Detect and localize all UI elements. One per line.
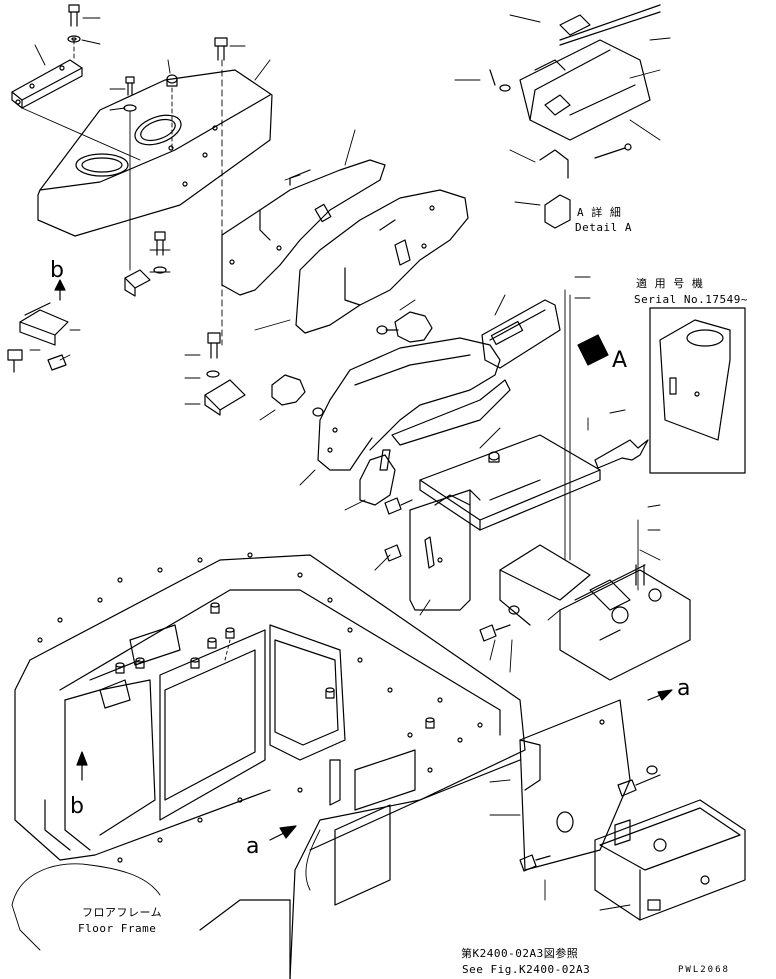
bolt-and-bracket-middle-left bbox=[124, 231, 246, 416]
floor-frame-label-en: Floor Frame bbox=[78, 922, 157, 935]
arrow-a-left bbox=[269, 825, 297, 841]
serial-label-en: Serial No.17549~ bbox=[634, 293, 748, 306]
leaders-right bbox=[454, 14, 671, 591]
left-small-bracket bbox=[7, 302, 69, 373]
pedal-mount-assembly bbox=[499, 544, 691, 681]
floor-frame bbox=[14, 552, 526, 979]
wiring-harness bbox=[11, 829, 321, 951]
detail-a-label-en: Detail A bbox=[575, 221, 632, 234]
arrow-b-lower bbox=[76, 751, 88, 781]
frame-studs bbox=[115, 602, 435, 729]
lower-right-box bbox=[594, 799, 746, 921]
curved-side-panel bbox=[295, 189, 469, 334]
leaders-upper-left bbox=[21, 17, 271, 346]
serial-arrow bbox=[594, 439, 649, 469]
see-fig-label-jp: 第K2400-02A3図参照 bbox=[461, 947, 579, 960]
arrow-b-upper bbox=[54, 279, 66, 301]
arrow-a-right bbox=[647, 689, 673, 701]
floor-frame-label-jp: フロアフレーム bbox=[82, 906, 163, 919]
upper-left-bracket bbox=[11, 59, 83, 109]
arrow-b-upper-label: b bbox=[50, 258, 64, 283]
see-fig-label-en: See Fig.K2400-02A3 bbox=[462, 963, 591, 976]
armrest-plate bbox=[391, 379, 511, 446]
front-panel bbox=[409, 489, 481, 611]
arrow-b-lower-label: b bbox=[70, 794, 84, 819]
knob-right bbox=[376, 311, 433, 343]
top-bolts bbox=[67, 4, 228, 112]
arrow-a-right-label: a bbox=[677, 676, 691, 701]
lower-bolts bbox=[384, 497, 661, 872]
detail-a-label-jp: A 詳 細 bbox=[577, 206, 622, 219]
view-a-label: A bbox=[612, 348, 628, 373]
serial-label-jp: 適 用 号 機 bbox=[636, 277, 704, 290]
arrow-a-left-label: a bbox=[246, 834, 260, 859]
armrest bbox=[317, 337, 501, 506]
console-base-plate bbox=[419, 434, 601, 531]
drawing-code: PWL2068 bbox=[678, 965, 730, 975]
switch-box bbox=[481, 299, 561, 369]
knob-left bbox=[271, 374, 324, 417]
lower-right-cover bbox=[519, 699, 631, 871]
upper-console-cover bbox=[37, 69, 273, 237]
view-a-arrow bbox=[577, 334, 609, 366]
serial-detail-box bbox=[649, 307, 746, 474]
side-panel-middle bbox=[221, 159, 386, 296]
detail-a-assembly bbox=[489, 4, 661, 229]
leaders-misc bbox=[29, 129, 631, 911]
